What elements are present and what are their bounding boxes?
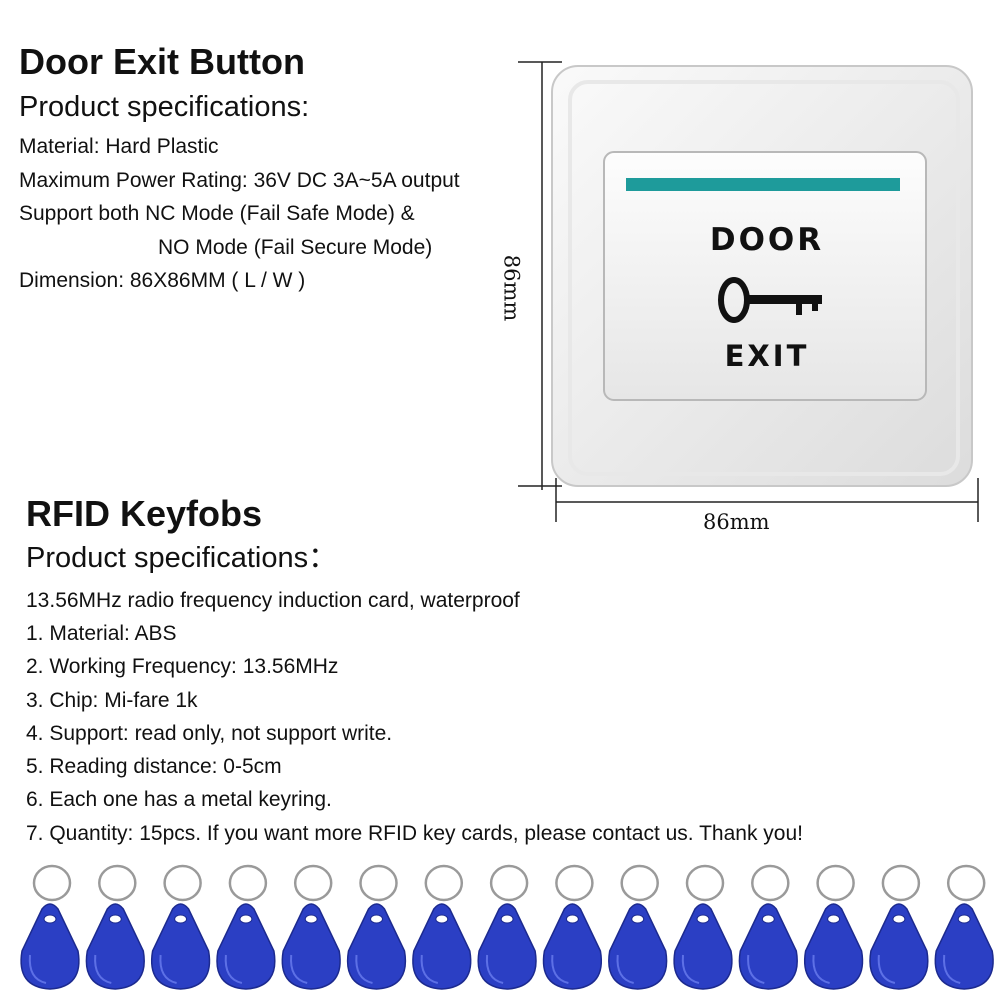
rfid-spec-intro: 13.56MHz radio frequency induction card,… xyxy=(26,589,520,612)
door-exit-title: Door Exit Button xyxy=(19,41,305,82)
rfid-subtitle: Product specifications： xyxy=(26,542,338,574)
keyfob-icon xyxy=(281,864,341,990)
indicator-strip xyxy=(626,178,900,191)
rfid-spec-chip: 3. Chip: Mi-fare 1k xyxy=(26,689,198,712)
keyfob-icon xyxy=(869,864,929,990)
keyfob-icon xyxy=(803,864,864,990)
rfid-spec-distance: 5. Reading distance: 0-5cm xyxy=(26,755,282,778)
keyfob-icon xyxy=(346,864,407,990)
rfid-spec-support: 4. Support: read only, not support write… xyxy=(26,722,393,745)
door-spec-mode-nc: Support both NC Mode (Fail Safe Mode) & xyxy=(19,202,415,225)
keyfob-icon xyxy=(738,864,798,990)
door-spec-dimension: Dimension: 86X86MM ( L / W ) xyxy=(19,269,306,292)
keyfob-icon xyxy=(85,864,145,990)
keyfob-icon xyxy=(542,864,603,990)
keyfob-icon xyxy=(150,864,211,990)
width-dimension-label: 86mm xyxy=(703,510,770,534)
exit-button-face xyxy=(603,151,927,401)
keyfob-icon xyxy=(477,864,537,990)
keyfob-icon xyxy=(673,864,733,990)
keyfob-icon xyxy=(20,864,80,990)
rfid-spec-quantity: 7. Quantity: 15pcs. If you want more RFI… xyxy=(26,822,803,845)
keyfob-icon xyxy=(216,864,276,990)
door-exit-subtitle: Product specifications: xyxy=(19,91,310,123)
keyfob-icon xyxy=(934,864,994,990)
rfid-title: RFID Keyfobs xyxy=(26,493,263,534)
height-dimension-label: 86mm xyxy=(499,254,524,322)
door-exit-spec-list: Material: Hard Plastic Maximum Power Rat… xyxy=(19,135,529,305)
door-spec-material: Material: Hard Plastic xyxy=(19,135,219,158)
rfid-spec-keyring: 6. Each one has a metal keyring. xyxy=(26,788,332,811)
key-icon xyxy=(718,277,822,323)
door-exit-button-image: DOOR EXIT xyxy=(518,61,979,522)
door-spec-mode-no: NO Mode (Fail Secure Mode) xyxy=(158,236,433,259)
keyfob-icon xyxy=(412,864,472,990)
door-label: DOOR xyxy=(710,222,824,258)
keyfob-row xyxy=(20,864,994,990)
keyfob-icon xyxy=(608,864,668,990)
rfid-spec-material: 1. Material: ABS xyxy=(26,622,177,645)
rfid-spec-frequency: 2. Working Frequency: 13.56MHz xyxy=(26,655,339,678)
exit-label: EXIT xyxy=(725,339,810,373)
door-spec-power: Maximum Power Rating: 36V DC 3A~5A outpu… xyxy=(19,169,460,192)
rfid-spec-list: 13.56MHz radio frequency induction card,… xyxy=(26,589,926,849)
